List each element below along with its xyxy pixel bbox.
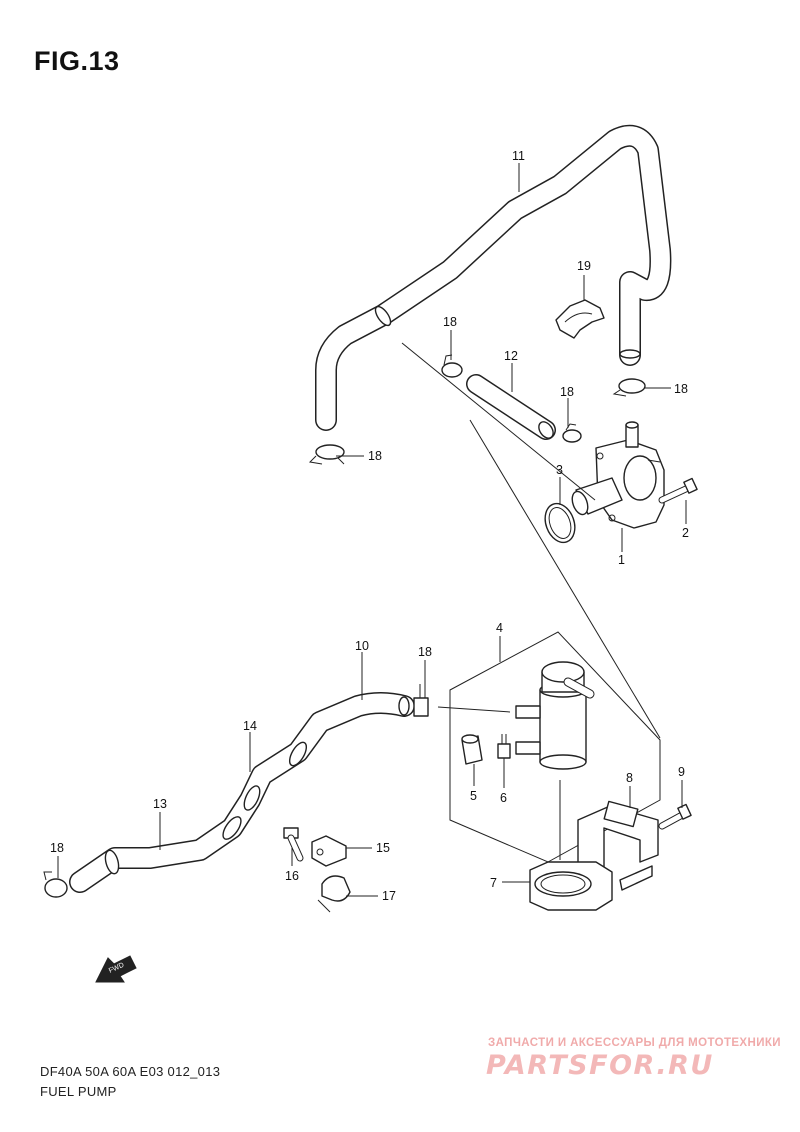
callout-6: 6 [500, 791, 507, 805]
footer-model-line: DF40A 50A 60A E03 012_013 [40, 1064, 221, 1079]
hose-clamp-18-right-upper [612, 378, 646, 397]
callout-15: 15 [376, 841, 390, 855]
callout-numbers: 11 19 18 12 18 18 3 2 1 18 4 10 18 14 13… [50, 149, 689, 903]
hose-clamp-18-lower-left [43, 871, 68, 898]
hose-clamp-18-pump-inlet [562, 423, 582, 443]
callout-18-d: 18 [368, 449, 382, 463]
hose-12 [466, 374, 556, 440]
hose-clamp-18-near-hose-12 [441, 354, 463, 378]
callout-13: 13 [153, 797, 167, 811]
hose-clamp-18-filter-inlet [413, 684, 429, 717]
callout-11: 11 [512, 149, 525, 163]
hose-11 [315, 124, 672, 431]
assembly-guide-line-diagonal [469, 419, 661, 739]
footer-section-name: FUEL PUMP [40, 1084, 117, 1099]
clip-19 [555, 299, 605, 339]
callout-14: 14 [243, 719, 257, 733]
bolt-9 [658, 803, 692, 830]
callout-18-c: 18 [674, 382, 688, 396]
callout-9: 9 [678, 765, 685, 779]
watermark-tagline: ЗАПЧАСТИ И АКСЕССУАРЫ ДЛЯ МОТОТЕХНИКИ [488, 1037, 781, 1049]
callout-18-f: 18 [50, 841, 64, 855]
callout-3: 3 [556, 463, 563, 477]
callout-8: 8 [626, 771, 633, 785]
callout-19: 19 [577, 259, 591, 273]
figure-title: FIG.13 [34, 46, 120, 76]
callout-5: 5 [470, 789, 477, 803]
fuel-filter-4 [515, 661, 595, 770]
watermark-brand: PARTSFOR.RU [486, 1050, 714, 1081]
hose-clamp-18-left-upper [308, 444, 345, 465]
callout-18-b: 18 [560, 385, 574, 399]
fuel-pump-1 [571, 421, 665, 529]
callout-10: 10 [355, 639, 369, 653]
fwd-arrow: FWD [95, 955, 137, 983]
callout-16: 16 [285, 869, 299, 883]
callout-17: 17 [382, 889, 396, 903]
o-ring-3-inner [548, 507, 572, 539]
bolt-2 [658, 477, 698, 504]
assembly-guide-line-upper [401, 342, 596, 501]
clip-17 [317, 875, 351, 913]
callout-4: 4 [496, 621, 503, 635]
clamp-6 [497, 734, 511, 759]
callout-2: 2 [682, 526, 689, 540]
clip-15 [311, 835, 347, 867]
callout-18-e: 18 [418, 645, 432, 659]
assembly-guide-line-hose [437, 706, 511, 713]
leader-lines [57, 163, 687, 897]
o-ring-3 [544, 502, 576, 544]
bolt-16 [283, 827, 304, 862]
fitting-5 [461, 734, 483, 765]
filter-assembly-box-4 [449, 631, 661, 863]
callout-7: 7 [490, 876, 497, 890]
hose-10-14-13 [69, 692, 415, 893]
bracket-8 [577, 800, 659, 891]
filter-holder-7 [529, 861, 613, 911]
callout-18-a: 18 [443, 315, 457, 329]
callout-1: 1 [618, 553, 625, 567]
callout-12: 12 [504, 349, 518, 363]
